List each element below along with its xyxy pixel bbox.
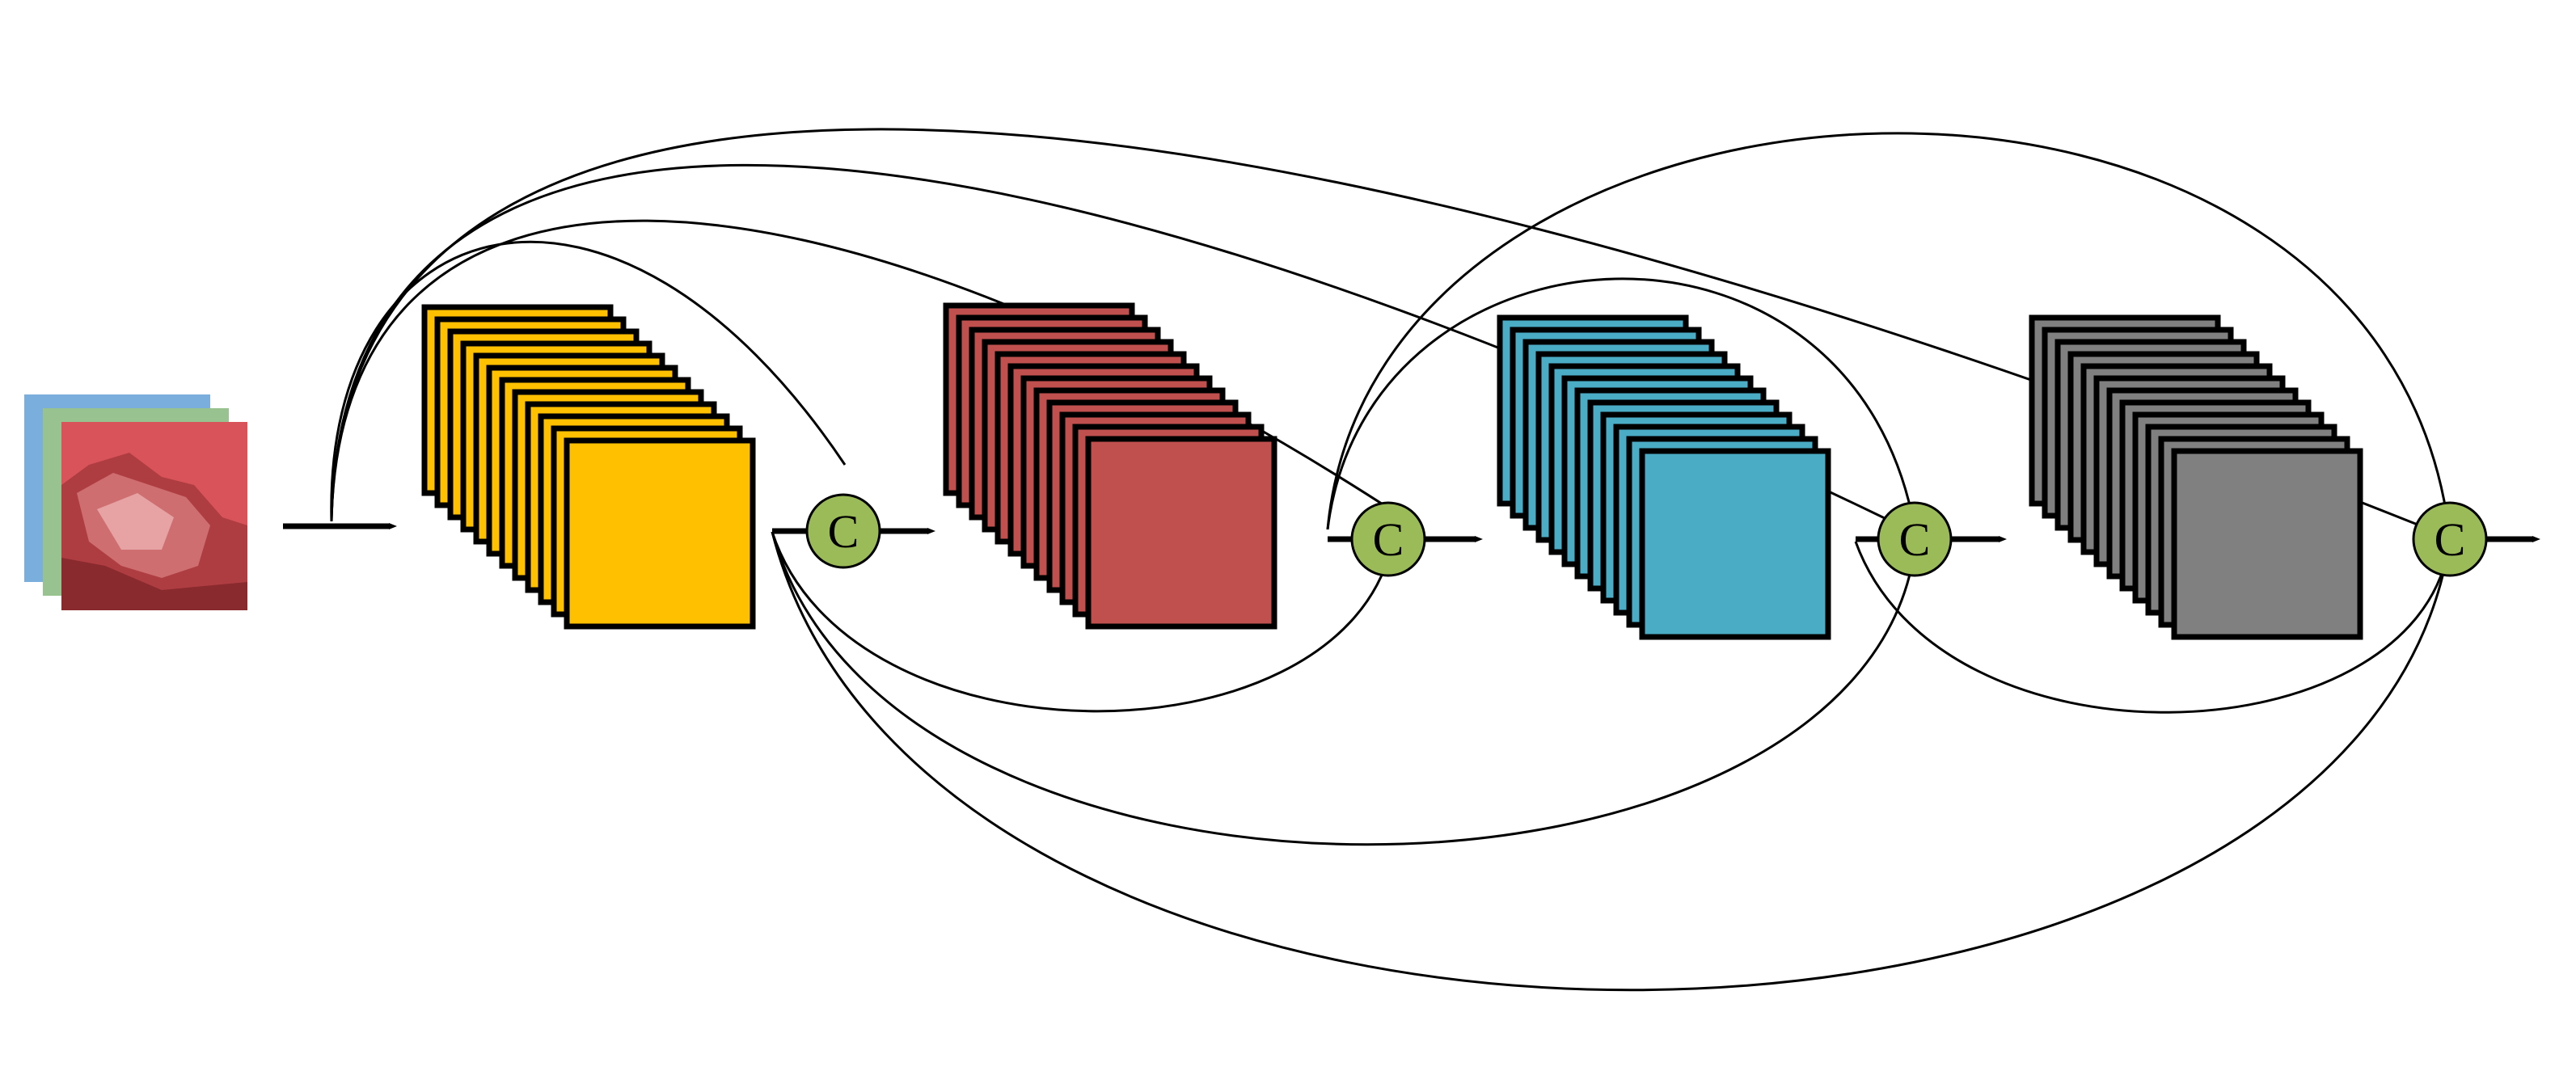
- input-image-stack: [24, 394, 247, 610]
- feature-block-2-layer-12: [1085, 436, 1277, 630]
- feature-block-1: [421, 304, 756, 630]
- input-photo-content: [61, 453, 247, 610]
- feature-block-3-layer-12: [1639, 448, 1831, 640]
- concat-node-3: C: [1877, 501, 1953, 577]
- skip-curve-bottom-3: [771, 531, 2450, 992]
- skip-curve-top-4: [330, 128, 2451, 539]
- skip-curve-top-6: [1326, 277, 1918, 538]
- feature-block-4: [2029, 314, 2363, 640]
- skip-curve-bottom-2: [771, 531, 1916, 846]
- feature-block-2: [943, 302, 1277, 630]
- concat-label-2: C: [1373, 513, 1404, 566]
- feature-block-4-layer-12: [2171, 448, 2363, 640]
- skip-curve-bottom-1: [771, 531, 1392, 713]
- skip-curve-top-3: [330, 163, 1917, 535]
- concat-label-1: C: [828, 505, 859, 558]
- skip-curve-top-5: [1326, 132, 2451, 538]
- feature-block-1-layer-12: [564, 437, 756, 630]
- concat-node-1: C: [805, 493, 881, 569]
- concat-label-3: C: [1899, 513, 1931, 566]
- concat-node-2: C: [1350, 501, 1426, 577]
- concat-label-4: C: [2435, 513, 2466, 566]
- concat-node-4: C: [2412, 501, 2488, 577]
- feature-block-3: [1497, 314, 1831, 640]
- skip-curve-bottom-4: [1854, 541, 2450, 714]
